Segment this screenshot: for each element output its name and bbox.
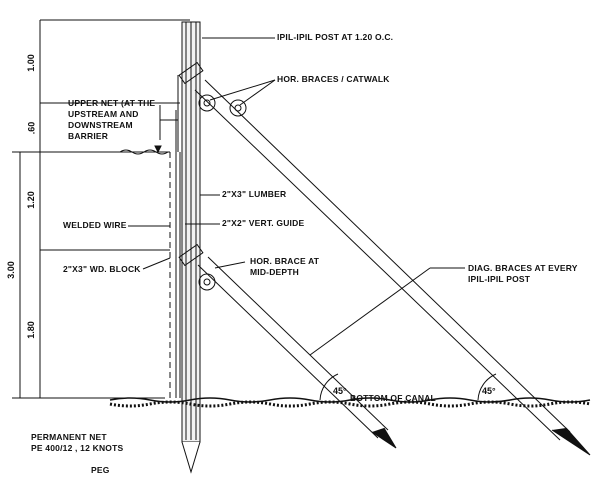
dim-1-20: 1.20 [25,191,36,209]
canal-bottom [109,397,591,403]
permanent-net-label-1: PERMANENT NET [31,432,107,442]
brace-clamp [198,94,216,112]
upper-net-label-2: UPSTREAM AND [68,109,139,119]
vert-guide-label: 2"X2" VERT. GUIDE [222,218,305,228]
dim-3-00: 3.00 [5,261,16,279]
hor-braces-label: HOR. BRACES / CATWALK [277,74,390,84]
mid-brace-label-2: MID-DEPTH [250,267,300,277]
lower-diagonal-brace [197,256,397,449]
dim-1-80: 1.80 [25,321,36,339]
dim-0-60: .60 [26,121,37,135]
dim-1-00: 1.00 [25,54,36,72]
peg-label: PEG [91,465,110,475]
angle-45-lower: 45° [333,386,347,396]
welded-wire-label: WELDED WIRE [63,220,127,230]
permanent-net-label-2: PE 400/12 , 12 KNOTS [31,443,124,453]
upper-net-label-3: DOWNSTREAM [68,120,133,130]
mid-brace-label-1: HOR. BRACE AT [250,256,320,266]
mid-brace-clamp [198,273,216,291]
upper-diagonal-brace [194,79,591,456]
lumber-label: 2"X3" LUMBER [222,189,287,199]
water-surface [119,149,169,155]
upper-net-label-1: UPPER NET (AT THE [68,98,156,108]
angle-45-upper: 45° [482,386,496,396]
post-label: IPIL-IPIL POST AT 1.20 O.C. [277,32,394,42]
diag-braces-label-1: DIAG. BRACES AT EVERY [468,263,578,273]
diag-braces-label-2: IPIL-IPIL POST [468,274,531,284]
upper-net-label-4: BARRIER [68,131,109,141]
canal-bottom-label: BOTTOM OF CANAL [350,393,436,403]
post-peg-tip [181,441,201,474]
wd-block-label: 2"X3" WD. BLOCK [63,264,141,274]
